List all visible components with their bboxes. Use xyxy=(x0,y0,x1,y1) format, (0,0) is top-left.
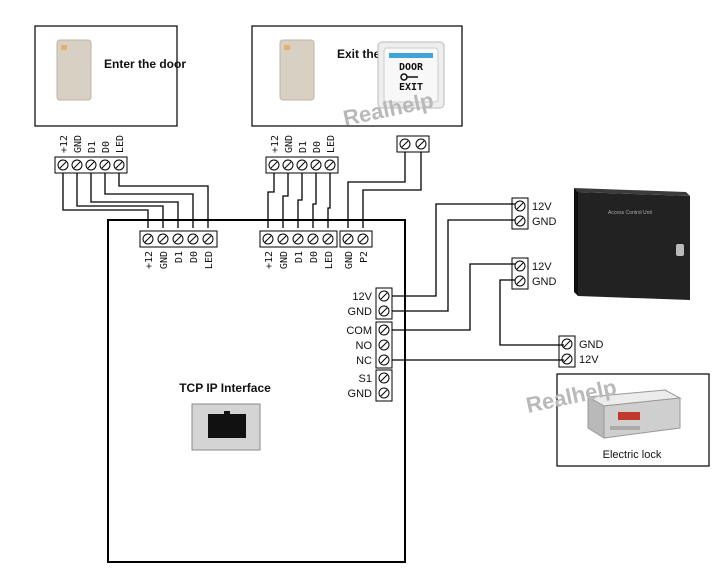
pin-label: GND xyxy=(284,135,295,153)
lock-caption: Electric lock xyxy=(603,449,662,461)
pin-label: GND xyxy=(579,339,604,351)
pin-label: D0 xyxy=(189,251,200,263)
psu-terminal-2: 12V GND xyxy=(511,257,557,290)
lock-terminal: GND 12V xyxy=(558,335,604,368)
pin-label: D0 xyxy=(101,141,112,153)
pin-label: GND xyxy=(532,276,557,288)
reader-in-icon xyxy=(56,39,92,101)
pin-label: COM xyxy=(346,325,372,337)
pin-label: +12 xyxy=(264,251,275,269)
pin-label: D1 xyxy=(294,251,305,263)
pin-label: NO xyxy=(356,340,373,352)
pin-label: NC xyxy=(356,355,372,367)
reader-out-icon xyxy=(279,39,315,101)
controller-reader2-terminal: +12 GND D1 D0 LED xyxy=(259,230,338,269)
pin-label: P2 xyxy=(359,251,370,263)
pin-label: 12V xyxy=(579,354,599,366)
psu-terminal-1: 12V GND xyxy=(511,197,557,230)
reader-in-box xyxy=(34,25,178,127)
pin-label: +12 xyxy=(144,251,155,269)
pin-label: GND xyxy=(348,388,373,400)
pin-label: S1 xyxy=(359,373,372,385)
pin-label: GND xyxy=(532,216,557,228)
wires xyxy=(62,152,564,361)
controller-reader1-terminal: +12 GND D1 D0 LED xyxy=(139,230,218,269)
pin-label: GND xyxy=(344,251,355,269)
controller-box xyxy=(107,219,406,563)
exit-button-terminal xyxy=(396,135,430,153)
pin-label: 12V xyxy=(352,291,372,303)
pin-label: LED xyxy=(115,135,126,153)
pin-label: +12 xyxy=(270,135,281,153)
pin-label: LED xyxy=(326,135,337,153)
pin-label: GND xyxy=(159,251,170,269)
svg-text:Access Control Unit: Access Control Unit xyxy=(608,210,653,216)
ethernet-port-icon xyxy=(191,403,261,451)
electric-lock-icon xyxy=(586,389,682,439)
pin-label: D1 xyxy=(174,251,185,263)
pin-label: +12 xyxy=(59,135,70,153)
exit-button-icon: DOOR EXIT xyxy=(377,41,445,109)
controller-button-terminal: GND P2 xyxy=(339,230,373,269)
svg-text:EXIT: EXIT xyxy=(399,82,423,93)
pin-label: D0 xyxy=(312,141,323,153)
power-supply-icon: Access Control Unit xyxy=(574,188,690,300)
pin-label: GND xyxy=(279,251,290,269)
reader-in-caption: Enter the door xyxy=(104,57,186,71)
pin-label: 12V xyxy=(532,201,552,213)
tcp-interface-label: TCP IP Interface xyxy=(179,381,271,395)
pin-label: D1 xyxy=(87,141,98,153)
pin-label: GND xyxy=(348,306,373,318)
pin-label: LED xyxy=(204,251,215,269)
pin-label: 12V xyxy=(532,261,552,273)
pin-label: D1 xyxy=(298,141,309,153)
pin-label: D0 xyxy=(309,251,320,263)
pin-label: LED xyxy=(324,251,335,269)
svg-text:DOOR: DOOR xyxy=(399,62,424,73)
pin-label: GND xyxy=(73,135,84,153)
